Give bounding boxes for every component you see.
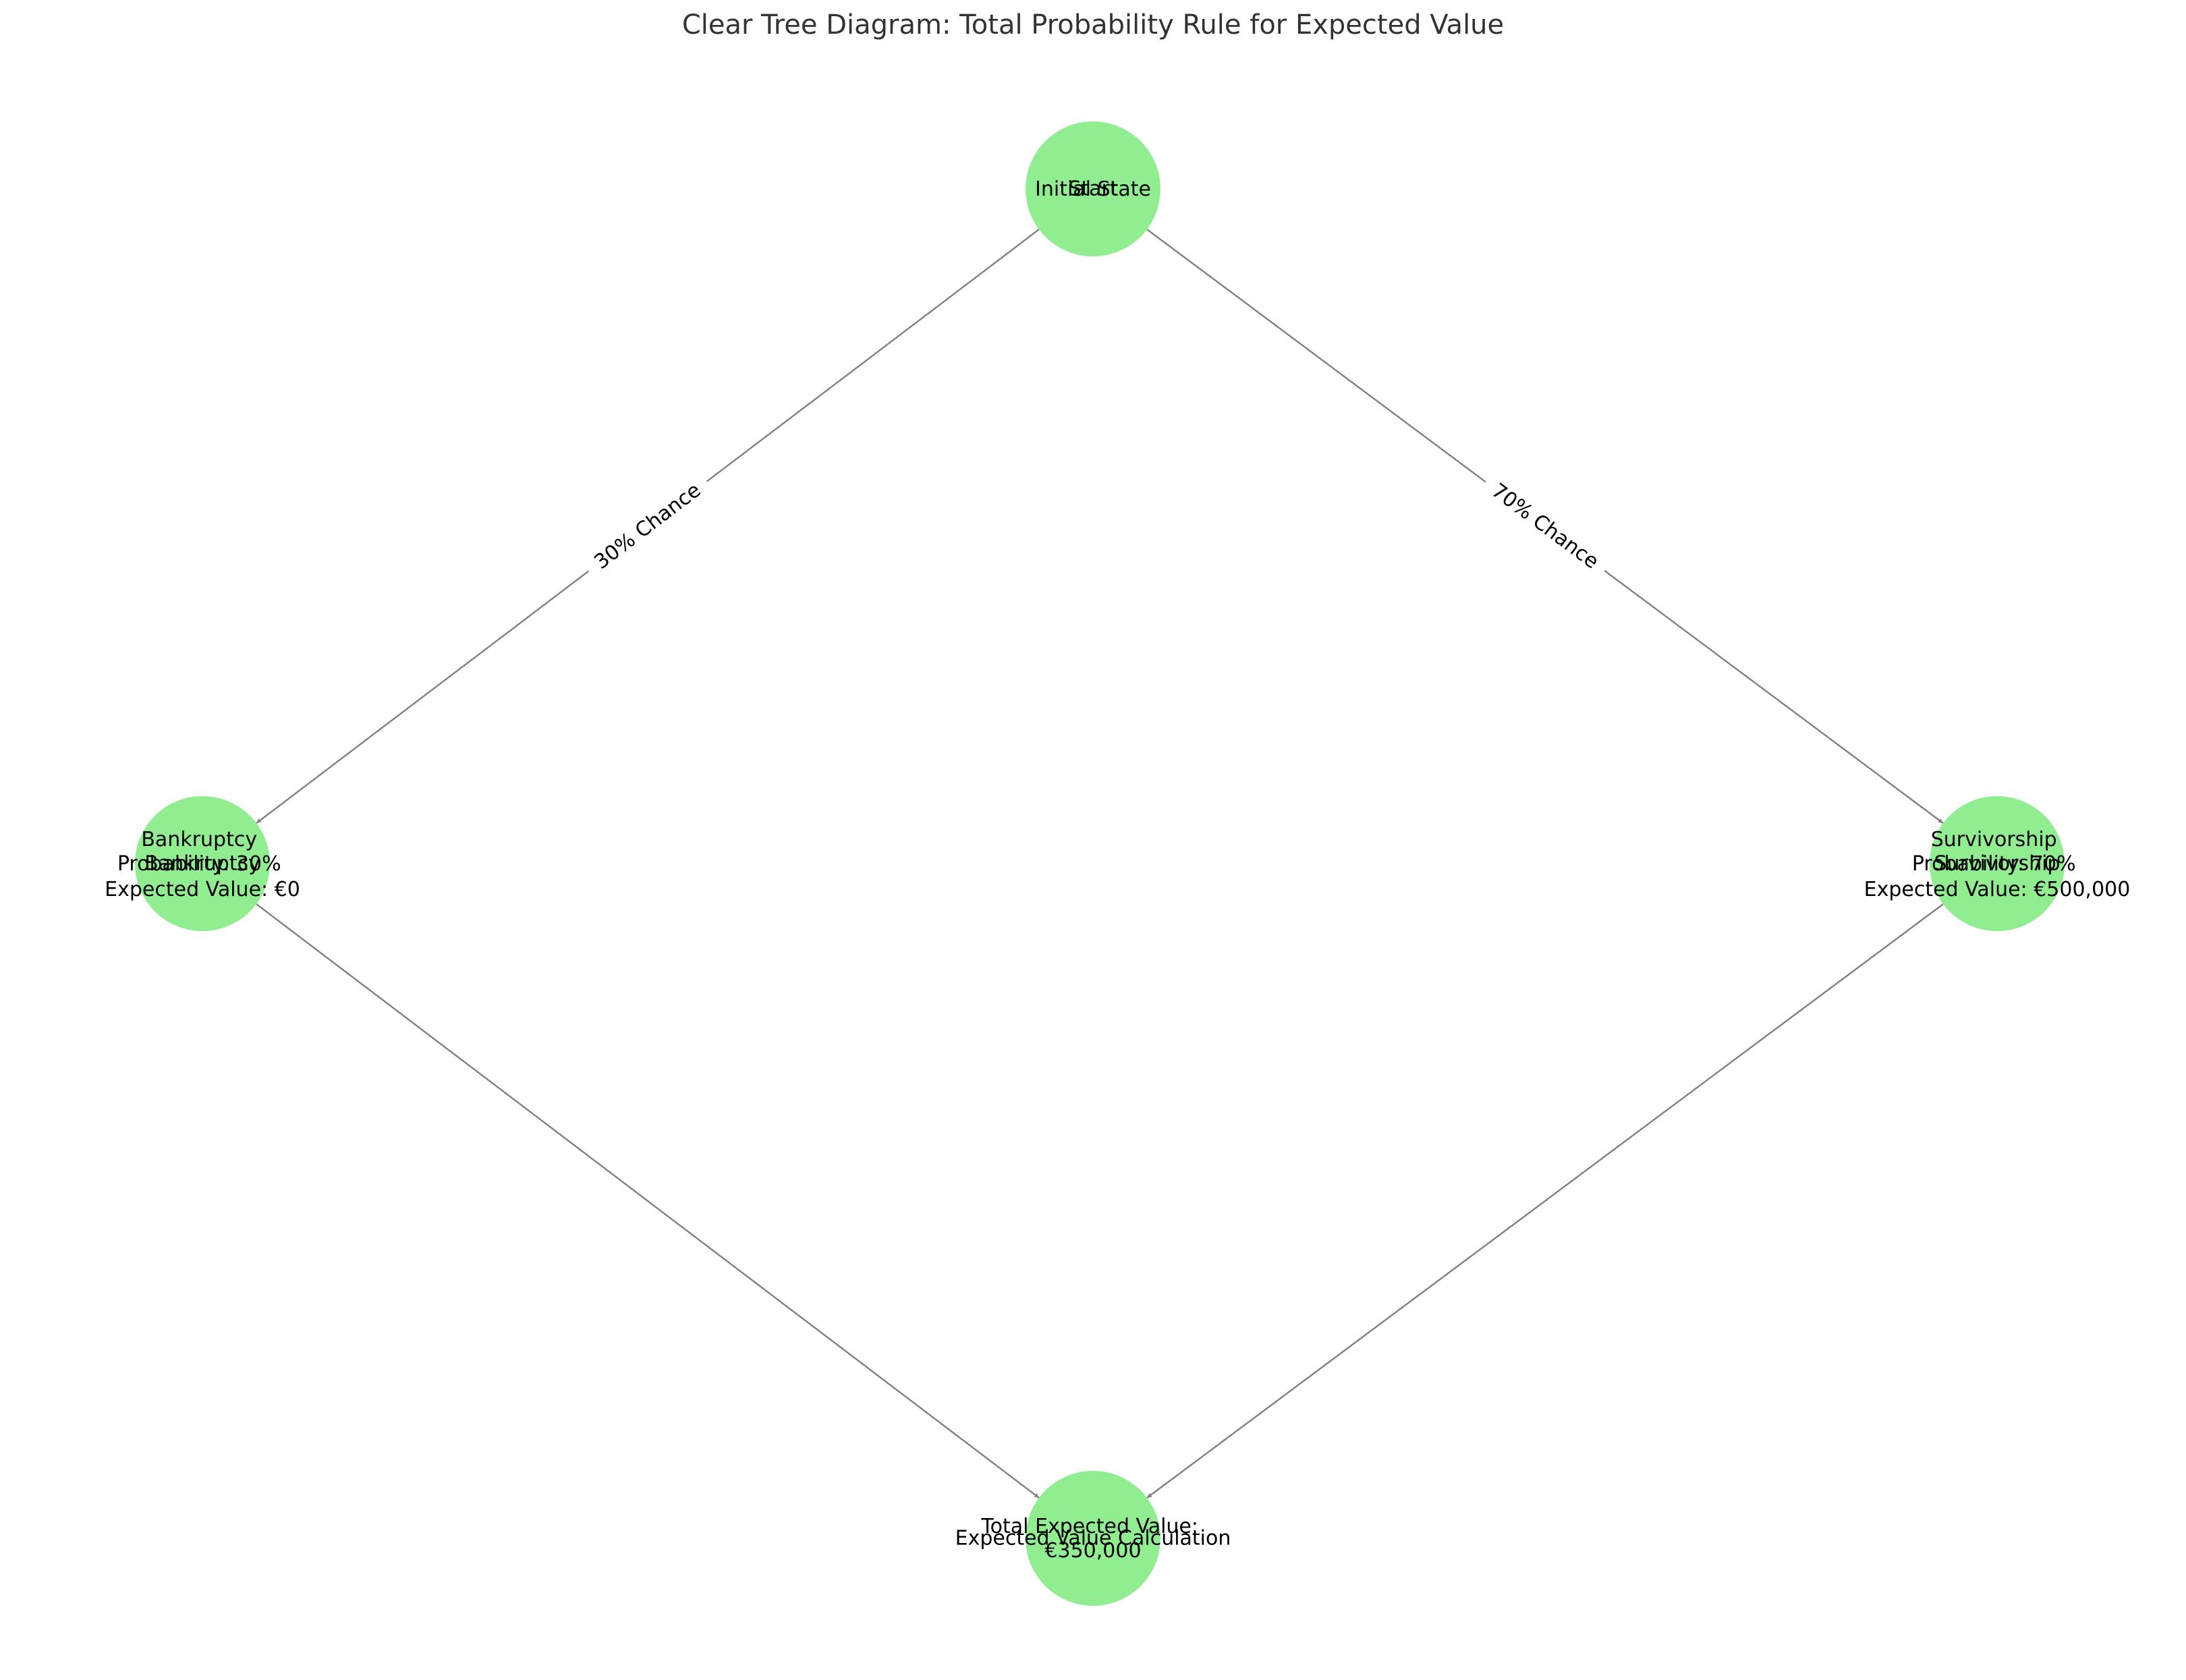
node-survivorship: Survivorship Survivorship Probability: 7… [1864,796,2131,931]
node-start: Start Initial State [1026,121,1160,256]
diagram-title: Clear Tree Diagram: Total Probability Ru… [682,9,1504,40]
edge-bankruptcy-total [256,903,1040,1499]
node-bankruptcy-display-label: Bankruptcy Probability: 30% Expected Val… [105,828,300,901]
node-start-circle [1026,121,1160,256]
node-start-id-label: Start [1068,177,1118,201]
node-bankruptcy-id-label: Bankruptcy [144,852,260,876]
edge-label-30-chance: 30% Chance [578,468,717,584]
node-survivorship-id-label: Survivorship [1934,852,2061,876]
node-bankruptcy-circle [135,796,270,931]
node-bankruptcy: Bankruptcy Bankruptcy Probability: 30% E… [105,796,300,931]
node-start-display-label: Initial State [1035,177,1151,201]
svg-text:30% Chance: 30% Chance [590,478,705,574]
svg-text:70% Chance: 70% Chance [1487,479,1603,574]
node-total-id-label: Expected Value Calculation [955,1527,1231,1550]
edge-label-70-chance: 70% Chance [1476,469,1615,584]
node-total-circle [1026,1471,1160,1606]
edge-survivorship-total [1146,903,1944,1499]
node-total: Expected Value Calculation Total Expecte… [955,1471,1231,1606]
node-survivorship-circle [1930,796,2065,931]
node-survivorship-display-label: Survivorship Probability: 70% Expected V… [1864,828,2131,901]
node-total-display-label: Total Expected Value: €350,000 [980,1515,1204,1563]
